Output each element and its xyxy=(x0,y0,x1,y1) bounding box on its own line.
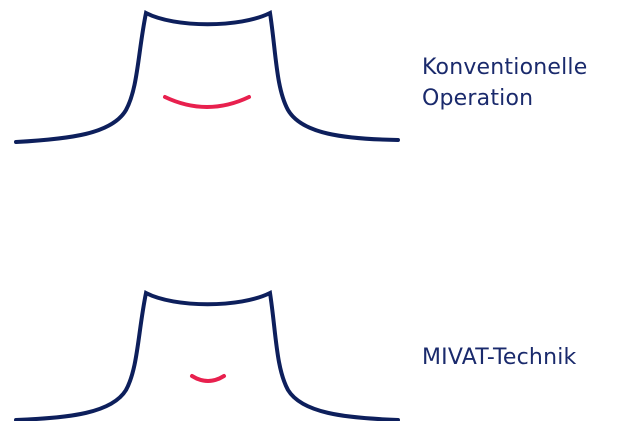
label-mivat: MIVAT-Technik xyxy=(422,342,576,373)
label-conventional: Konventionelle Operation xyxy=(422,52,587,114)
neck-illustration-conventional xyxy=(0,0,420,200)
neck-outline-mivat xyxy=(16,293,398,420)
neck-illustration-mivat xyxy=(0,280,420,421)
panel-mivat: MIVAT-Technik xyxy=(0,280,630,421)
neck-outline-conventional xyxy=(16,13,398,142)
label-conventional-line-2: Operation xyxy=(422,83,587,114)
label-conventional-line-1: Konventionelle xyxy=(422,52,587,83)
incision-long xyxy=(165,97,249,107)
incision-short xyxy=(192,376,224,381)
label-mivat-line-1: MIVAT-Technik xyxy=(422,342,576,373)
panel-conventional: Konventionelle Operation xyxy=(0,0,630,200)
